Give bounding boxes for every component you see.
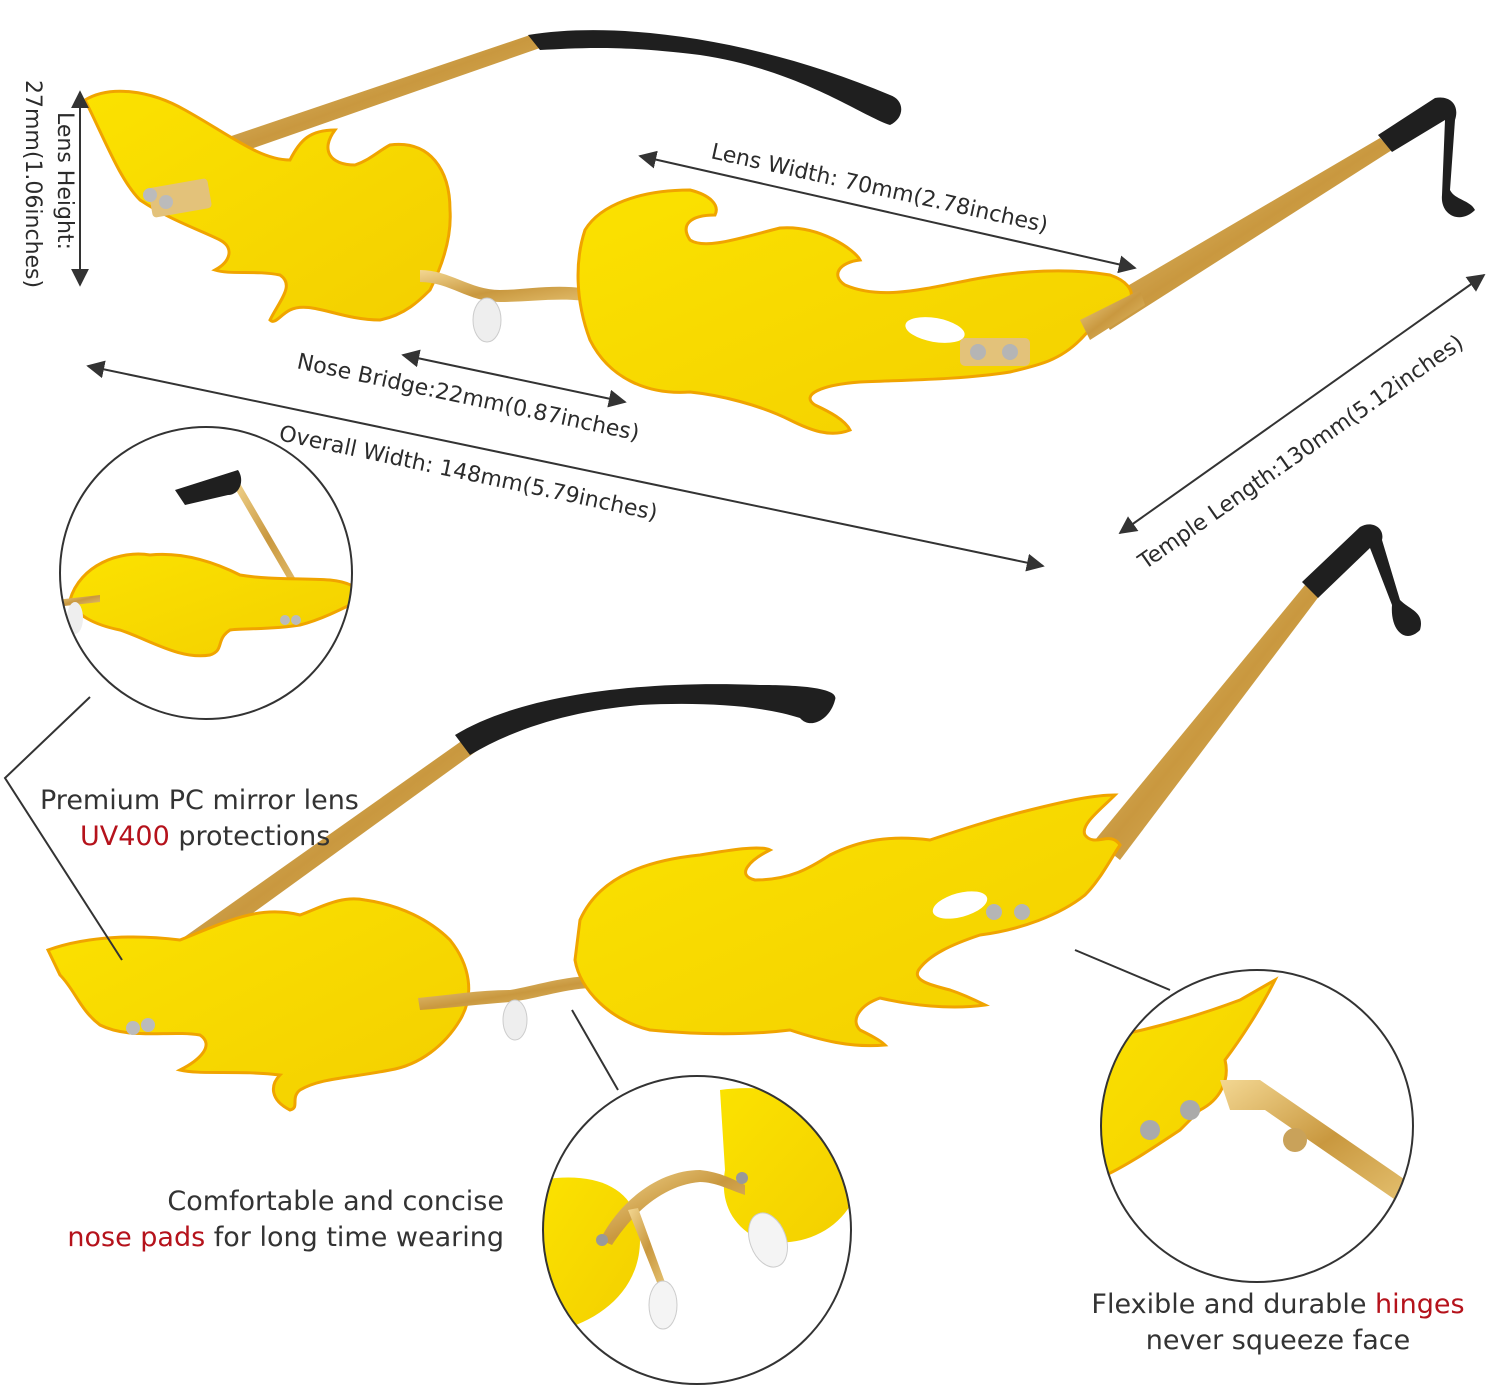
detail-circle-nose-pads — [542, 1075, 852, 1385]
bottom-nose-bridge — [418, 975, 625, 1010]
bottom-sunglasses — [45, 524, 1421, 1112]
nose-pads-caption-rest: for long time wearing — [205, 1222, 504, 1253]
nose-bridge — [420, 270, 610, 305]
nose-pads-caption-highlight: nose pads — [67, 1222, 206, 1253]
left-temple-tip — [528, 30, 902, 125]
hinges-caption-prefix: Flexible and durable — [1091, 1289, 1376, 1320]
detail-circle-lens — [59, 426, 353, 720]
nose-pads-caption-line1: Comfortable and concise — [167, 1186, 504, 1217]
bottom-left-temple-tip — [455, 684, 836, 755]
hinges-caption: Flexible and durable hinges never squeez… — [1060, 1287, 1496, 1359]
lens-width-label: Lens Width: 70mm(2.78inches) — [709, 139, 1050, 238]
bottom-left-lens — [45, 897, 471, 1112]
top-sunglasses — [83, 30, 1475, 435]
bottom-right-temple — [1095, 585, 1320, 860]
hinges-caption-highlight: hinges — [1375, 1289, 1465, 1320]
right-lens — [576, 188, 1133, 435]
left-temple — [190, 35, 540, 165]
temple-length-arrow — [1118, 273, 1486, 535]
detail-circle-hinges — [1100, 969, 1414, 1283]
left-lens — [83, 89, 452, 323]
nose-pads-caption: Comfortable and concise nose pads for lo… — [20, 1184, 504, 1256]
bottom-left-temple — [180, 735, 478, 955]
lens-caption-rest: protections — [169, 821, 331, 852]
overall-width-arrow — [86, 360, 1045, 572]
lens-caption-line1: Premium PC mirror lens — [40, 785, 359, 816]
bottom-right-lens — [573, 793, 1122, 1048]
nose-pad — [472, 297, 502, 343]
right-temple-tip — [1378, 97, 1475, 218]
lens-caption-highlight: UV400 — [80, 821, 170, 852]
lens-width-arrow — [638, 150, 1137, 274]
lens-caption-line2: UV400 protections — [40, 819, 359, 855]
lens-height-label-1: Lens Height: — [52, 112, 77, 250]
hinges-caption-line2: never squeeze face — [1145, 1325, 1411, 1356]
bottom-right-temple-tip — [1302, 524, 1421, 636]
temple-length-label: Temple Length:130mm(5.12inches) — [1133, 330, 1468, 575]
nose-pads-caption-line2: nose pads for long time wearing — [20, 1220, 504, 1256]
hinges-caption-line1: Flexible and durable hinges — [1060, 1287, 1496, 1323]
nose-bridge-label: Nose Bridge:22mm(0.87inches) — [295, 349, 642, 446]
bottom-nose-pad — [502, 999, 528, 1041]
lens-height-label-2: 27mm(1.06inches) — [20, 80, 45, 288]
lens-caption: Premium PC mirror lens UV400 protections — [40, 783, 359, 855]
callout-lines — [3, 696, 1171, 1091]
